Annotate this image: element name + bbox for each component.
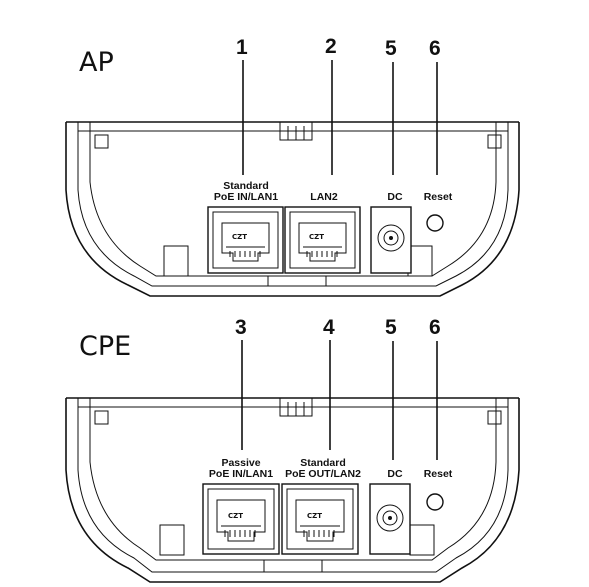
callout-6: 6	[429, 316, 441, 339]
port-label-reset: Reset	[424, 191, 453, 203]
callout-1: 1	[236, 36, 248, 59]
callout-6: 6	[429, 37, 441, 60]
jack-marking: CZT	[309, 233, 324, 241]
jack-marking: CZT	[232, 233, 247, 241]
port-label-standard-line2: PoE OUT/LAN2	[285, 468, 361, 480]
ap-panel-title: AP	[79, 47, 114, 78]
dc-power-port	[369, 483, 411, 555]
cpe-panel-title: CPE	[79, 331, 131, 362]
callout-5: 5	[385, 37, 397, 60]
port-label-dc: DC	[387, 191, 403, 203]
port-label-lan2: LAN2	[310, 191, 338, 203]
callout-2: 2	[325, 35, 337, 58]
cpe-enclosure	[65, 397, 520, 583]
port-label-passive-line2: PoE IN/LAN1	[209, 468, 273, 480]
rj45-port-lan1: CZT	[207, 206, 284, 274]
cpe-panel: CPE 3 4 5 6 Passive PoE IN/LAN1 S	[65, 316, 520, 583]
port-label-dc: DC	[387, 468, 403, 480]
port-label-reset: Reset	[424, 468, 453, 480]
rj45-port-lan2: CZT	[284, 206, 361, 274]
reset-button	[426, 493, 444, 511]
port-label-lan1-line1: Standard	[223, 180, 269, 192]
reset-button	[426, 214, 444, 232]
ap-enclosure	[65, 121, 520, 297]
jack-marking: CZT	[307, 512, 322, 520]
callout-5: 5	[385, 316, 397, 339]
callout-3: 3	[235, 316, 247, 339]
dc-power-port	[370, 206, 412, 274]
rj45-port-lan1: CZT	[202, 483, 280, 555]
port-label-lan1-line2: PoE IN/LAN1	[214, 191, 278, 203]
port-label-passive-line1: Passive	[221, 457, 260, 469]
jack-marking: CZT	[228, 512, 243, 520]
rj45-port-lan2: CZT	[281, 483, 359, 555]
port-label-standard-line1: Standard	[300, 457, 346, 469]
callout-4: 4	[323, 316, 335, 339]
ap-panel: AP 1 2 5 6	[65, 35, 520, 297]
